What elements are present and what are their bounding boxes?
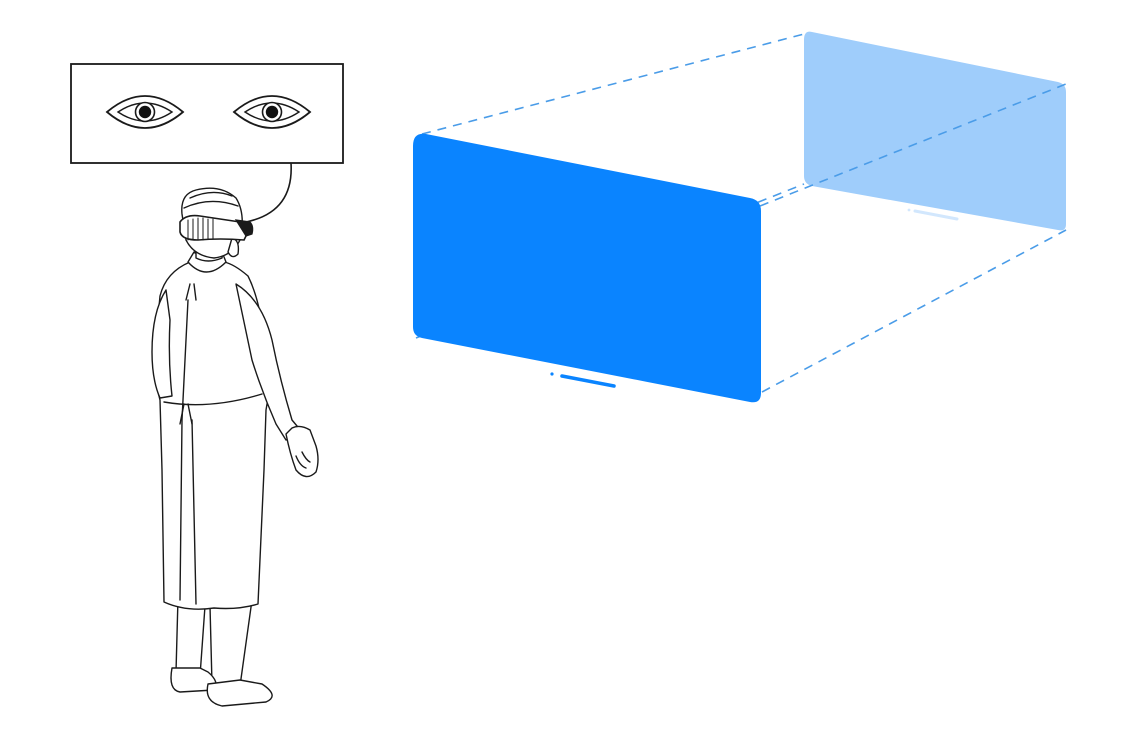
gown-waist-tie — [163, 393, 263, 406]
gown-back-seam — [179, 299, 189, 601]
eye-callout — [70, 63, 344, 223]
eye-icon — [232, 95, 312, 129]
surgical-cap — [183, 191, 239, 209]
eye-icon — [105, 95, 185, 129]
right-leg — [209, 599, 253, 687]
headset-front — [234, 219, 254, 237]
guide-top-right — [759, 83, 1067, 207]
ear — [227, 237, 240, 258]
headset-ribs — [187, 217, 214, 241]
gown-back-seam-2 — [191, 419, 197, 605]
right-arm — [235, 283, 303, 441]
left-arm — [151, 289, 173, 399]
far-window-grabber — [913, 209, 959, 221]
right-hand-fingers — [295, 451, 311, 469]
callout-leader-line — [245, 162, 292, 223]
collar-tie — [185, 283, 197, 301]
near-window — [413, 133, 761, 403]
surgeon-figure — [151, 187, 319, 707]
gown-waist-bow — [179, 403, 193, 425]
far-window-dot — [907, 208, 911, 212]
right-shoe — [206, 679, 273, 707]
far-window-panel — [804, 31, 1066, 231]
guide-bottom-right — [761, 229, 1067, 393]
vision-headset-icon — [179, 214, 254, 241]
near-window-dot — [550, 372, 554, 376]
near-window-grabber — [560, 374, 616, 388]
guide-top-left — [421, 33, 805, 135]
near-window-panel — [413, 133, 761, 403]
far-window — [804, 31, 1066, 231]
